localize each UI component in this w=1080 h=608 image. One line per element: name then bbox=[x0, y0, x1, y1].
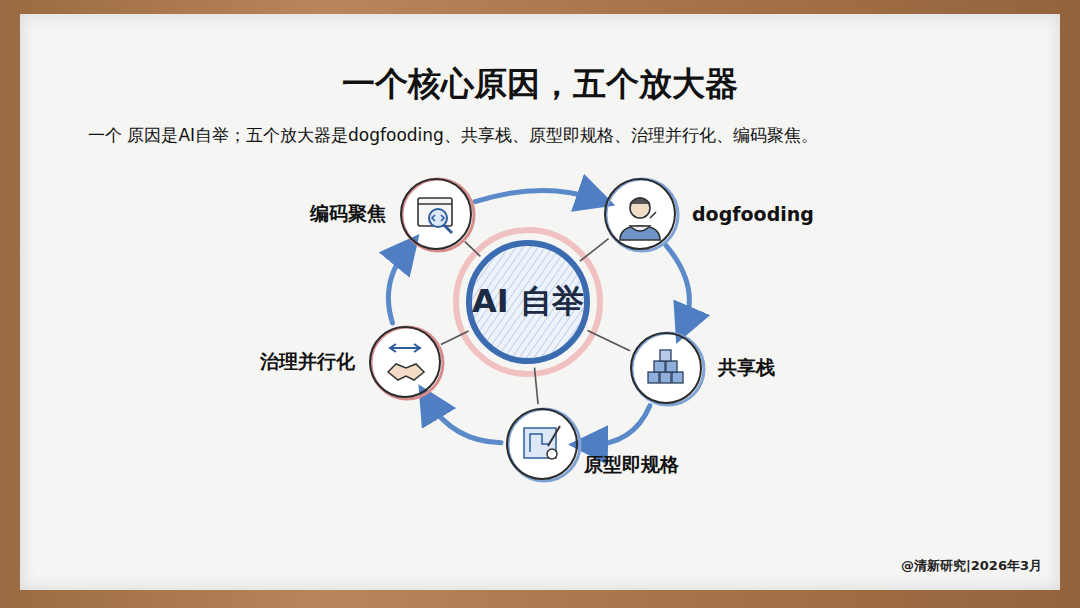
circle-border bbox=[631, 333, 701, 403]
amplifier-label: 共享栈 bbox=[718, 355, 775, 381]
circle-outline bbox=[369, 326, 441, 398]
amplifier-circle: 原型即规格 bbox=[506, 408, 578, 480]
amplifier-label: 治理并行化 bbox=[260, 349, 355, 375]
core-label: AI 自举 bbox=[472, 280, 584, 324]
cycle-arrow bbox=[429, 401, 501, 442]
spoke-line bbox=[534, 368, 538, 405]
amplifier-circle: dogfooding bbox=[604, 178, 676, 250]
circle-outline bbox=[630, 332, 702, 404]
circle-border bbox=[401, 179, 471, 249]
cubes-icon bbox=[648, 350, 683, 383]
amplifier-label: 原型即规格 bbox=[584, 452, 679, 478]
hatch-fill bbox=[472, 246, 584, 358]
footer-note: @清新研究|2026年3月 bbox=[901, 557, 1042, 575]
caption: 一个 原因是AI自举；五个放大器是dogfooding、共享栈、原型即规格、治理… bbox=[88, 124, 1048, 147]
accent-ring bbox=[508, 409, 580, 481]
cycle-arrow bbox=[588, 406, 650, 445]
spoke-line bbox=[441, 331, 469, 345]
circle-outline bbox=[604, 178, 676, 250]
accent-ring bbox=[606, 179, 678, 251]
accent-ring bbox=[371, 327, 443, 399]
core-ring bbox=[469, 243, 587, 361]
blueprint-icon bbox=[524, 426, 560, 459]
cycle-arrow bbox=[388, 250, 406, 323]
circle-outline bbox=[400, 178, 472, 250]
spoke-line bbox=[465, 242, 480, 257]
disks bbox=[369, 178, 702, 480]
amplifier-circle: 编码聚焦 bbox=[400, 178, 472, 250]
amplifier-label: 编码聚焦 bbox=[310, 201, 386, 227]
circle-border bbox=[507, 409, 577, 479]
cycle-arrow bbox=[475, 190, 596, 201]
core-circle: AI 自举 bbox=[466, 240, 590, 364]
spoke-line bbox=[580, 239, 609, 262]
handshake-icon bbox=[388, 344, 424, 380]
glow-ring bbox=[456, 230, 600, 374]
accent-ring bbox=[632, 333, 704, 405]
center-fill bbox=[466, 240, 590, 364]
cycle-arrow bbox=[666, 246, 689, 326]
amplifier-circle: 共享栈 bbox=[630, 332, 702, 404]
amplifier-circle: 治理并行化 bbox=[369, 326, 441, 398]
amplifier-label: dogfooding bbox=[692, 203, 814, 225]
circle-border bbox=[370, 327, 440, 397]
circle-outline bbox=[506, 408, 578, 480]
person-icon bbox=[620, 198, 660, 240]
circle-border bbox=[605, 179, 675, 249]
accent-ring bbox=[402, 179, 474, 251]
title: 一个核心原因，五个放大器 bbox=[0, 62, 1080, 107]
code-icon bbox=[418, 198, 452, 233]
spoke-line bbox=[588, 330, 630, 350]
